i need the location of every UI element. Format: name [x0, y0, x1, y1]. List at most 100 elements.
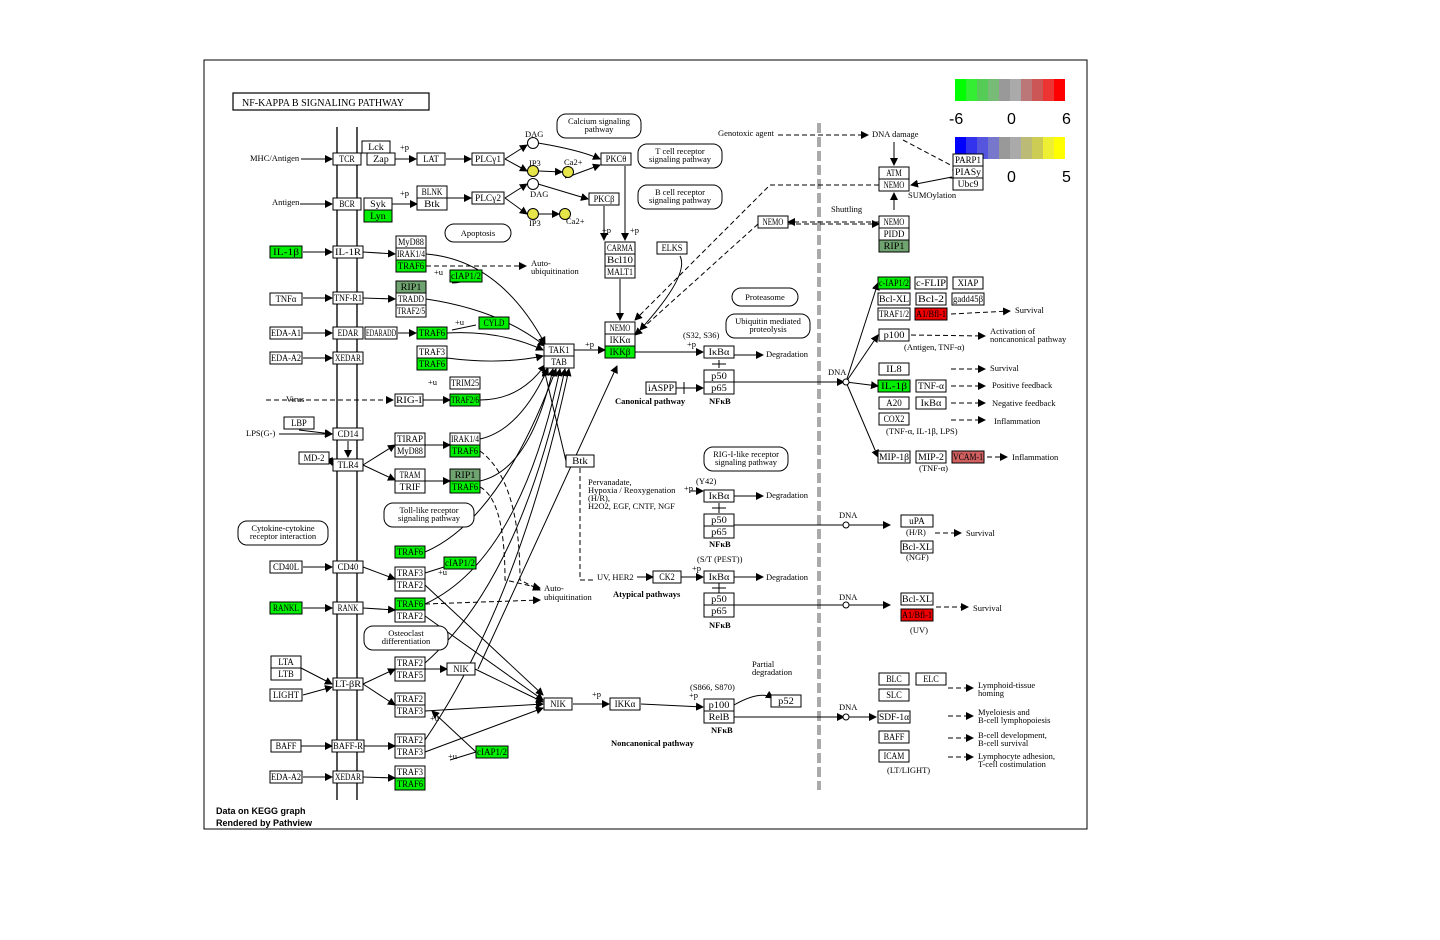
gene-node-traf6[interactable]: TRAF6	[416, 326, 448, 340]
gene-node-nemo[interactable]: NEMO	[878, 215, 910, 229]
gene-node-nemo[interactable]: NEMO	[878, 178, 910, 192]
gene-node-cyld[interactable]: CYLD	[478, 316, 510, 330]
gene-node-p65[interactable]: p65	[703, 381, 735, 395]
gene-node-xiap[interactable]: XIAP	[952, 276, 984, 290]
gene-node-traf6[interactable]: TRAF6	[449, 444, 481, 458]
gene-node-i-b[interactable]: IκBα	[703, 570, 735, 584]
gene-node-parp1[interactable]: PARP1	[952, 153, 984, 167]
gene-node-p65[interactable]: p65	[703, 604, 735, 618]
gene-node-irak1-4[interactable]: IRAK1/4	[395, 247, 427, 261]
gene-node-bcl-xl[interactable]: Bcl-XL	[900, 592, 934, 606]
gene-node-traf3[interactable]: TRAF3	[416, 345, 448, 359]
gene-node-traf5[interactable]: TRAF5	[394, 668, 426, 682]
gene-node-cox2[interactable]: COX2	[878, 412, 910, 426]
gene-node-bcl-2[interactable]: Bcl-2	[915, 292, 947, 306]
gene-node-plc-2[interactable]: PLCγ2	[471, 191, 505, 205]
gene-node-nemo[interactable]: NEMO	[604, 321, 636, 335]
gene-node-lbp[interactable]: LBP	[283, 416, 315, 430]
gene-node-btk[interactable]: Btk	[565, 454, 595, 468]
gene-node-myd88[interactable]: MyD88	[395, 235, 427, 249]
gene-node-blc[interactable]: BLC	[878, 672, 910, 686]
gene-node-traf3[interactable]: TRAF3	[394, 566, 426, 580]
gene-node-iaspp[interactable]: iASPP	[645, 381, 677, 395]
gene-node-i-b[interactable]: IκBα	[703, 489, 735, 503]
gene-node-pidd[interactable]: PIDD	[878, 227, 910, 241]
gene-node-elks[interactable]: ELKS	[656, 241, 688, 255]
gene-node-tak1[interactable]: TAK1	[543, 343, 575, 357]
gene-node-rankl[interactable]: RANKL	[269, 601, 303, 615]
gene-node-tcr[interactable]: TCR	[332, 152, 362, 166]
compound-ca2[interactable]	[559, 208, 571, 220]
gene-node-pkc[interactable]: PKCθ	[600, 152, 632, 166]
gene-node-lyn[interactable]: Lyn	[363, 209, 393, 223]
gene-node-traf2[interactable]: TRAF2	[394, 609, 426, 623]
gene-node-a20[interactable]: A20	[878, 396, 910, 410]
gene-node-rip1[interactable]: RIP1	[878, 239, 910, 253]
gene-node-traf2[interactable]: TRAF2	[394, 578, 426, 592]
gene-node-p100[interactable]: p100	[703, 698, 735, 712]
gene-node-bcl10[interactable]: Bcl10	[604, 253, 636, 267]
gene-node-nik[interactable]: NIK	[446, 662, 476, 676]
gene-node-pkc[interactable]: PKCβ	[588, 192, 620, 206]
gene-node-tram[interactable]: TRAM	[394, 468, 426, 482]
gene-node-traf1-2[interactable]: TRAF1/2	[877, 307, 911, 321]
gene-node-baff[interactable]: BAFF	[878, 730, 910, 744]
gene-node-eda-a2[interactable]: EDA-A2	[269, 770, 303, 784]
gene-node-rip1[interactable]: RIP1	[449, 468, 481, 482]
gene-node-ciap1-2[interactable]: cIAP1/2	[443, 556, 477, 570]
gene-node-eda-a2[interactable]: EDA-A2	[269, 351, 303, 365]
gene-node-baff-r[interactable]: BAFF-R	[331, 739, 365, 753]
gene-node-lat[interactable]: LAT	[416, 152, 446, 166]
gene-node-traf6[interactable]: TRAF6	[394, 777, 426, 791]
gene-node-tnf-r1[interactable]: TNF-R1	[332, 291, 364, 305]
gene-node-tirap[interactable]: TIRAP	[394, 432, 426, 446]
gene-node-traf6[interactable]: TRAF6	[416, 357, 448, 371]
gene-node-nik[interactable]: NIK	[543, 697, 573, 711]
gene-node-btk[interactable]: Btk	[416, 197, 448, 211]
gene-node-il-1r[interactable]: IL-1R	[332, 245, 364, 259]
gene-node-traf2[interactable]: TRAF2	[394, 692, 426, 706]
gene-node-rip1[interactable]: RIP1	[395, 280, 427, 294]
gene-node-relb[interactable]: RelB	[703, 710, 735, 724]
gene-node-ciap1-2[interactable]: cIAP1/2	[475, 745, 509, 759]
gene-node-light[interactable]: LIGHT	[269, 688, 303, 702]
gene-node-ciap1-2[interactable]: cIAP1/2	[449, 269, 483, 283]
gene-node-cd40[interactable]: CD40	[332, 560, 364, 574]
gene-node-lt-r[interactable]: LT-βR	[332, 677, 364, 691]
pathway-link-proteasome[interactable]: Proteasome	[731, 287, 799, 307]
gene-node-traf2-5[interactable]: TRAF2/5	[395, 304, 427, 318]
gene-node-traf2[interactable]: TRAF2	[394, 733, 426, 747]
gene-node-sdf-1[interactable]: SDF-1α	[877, 710, 911, 724]
gene-node-traf3[interactable]: TRAF3	[394, 704, 426, 718]
gene-node-traf3[interactable]: TRAF3	[394, 745, 426, 759]
gene-node-traf6[interactable]: TRAF6	[394, 597, 426, 611]
gene-node-syk[interactable]: Syk	[363, 197, 393, 211]
gene-node-ikk[interactable]: IKKα	[604, 333, 636, 347]
gene-node-tnf[interactable]: TNFα	[269, 292, 303, 306]
gene-node-bcl-xl[interactable]: Bcl-XL	[900, 540, 934, 554]
gene-node-p50[interactable]: p50	[703, 369, 735, 383]
gene-node-irak1-4[interactable]: IRAK1/4	[449, 432, 481, 446]
gene-node-c-flip[interactable]: c-FLIP	[914, 276, 948, 290]
gene-node-p65[interactable]: p65	[703, 525, 735, 539]
gene-node-traf6[interactable]: TRAF6	[394, 545, 426, 559]
gene-node-mip-1[interactable]: MIP-1β	[877, 450, 911, 464]
gene-node-carma[interactable]: CARMA	[604, 241, 636, 255]
gene-node-c-iap1-2[interactable]: c-IAP1/2	[877, 276, 911, 290]
gene-node-gadd45[interactable]: gadd45β	[951, 292, 985, 306]
gene-node-ikk[interactable]: IKKα	[609, 697, 641, 711]
gene-node-xedar[interactable]: XEDAR	[332, 351, 364, 365]
gene-node-traf6[interactable]: TRAF6	[449, 480, 481, 494]
gene-node-mip-2[interactable]: MIP-2	[915, 450, 947, 464]
compound-dag[interactable]	[527, 178, 539, 190]
gene-node-atm[interactable]: ATM	[878, 166, 910, 180]
gene-node-elc[interactable]: ELC	[915, 672, 947, 686]
gene-node-blnk[interactable]: BLNK	[416, 185, 448, 199]
gene-node-tlr4[interactable]: TLR4	[332, 458, 364, 472]
